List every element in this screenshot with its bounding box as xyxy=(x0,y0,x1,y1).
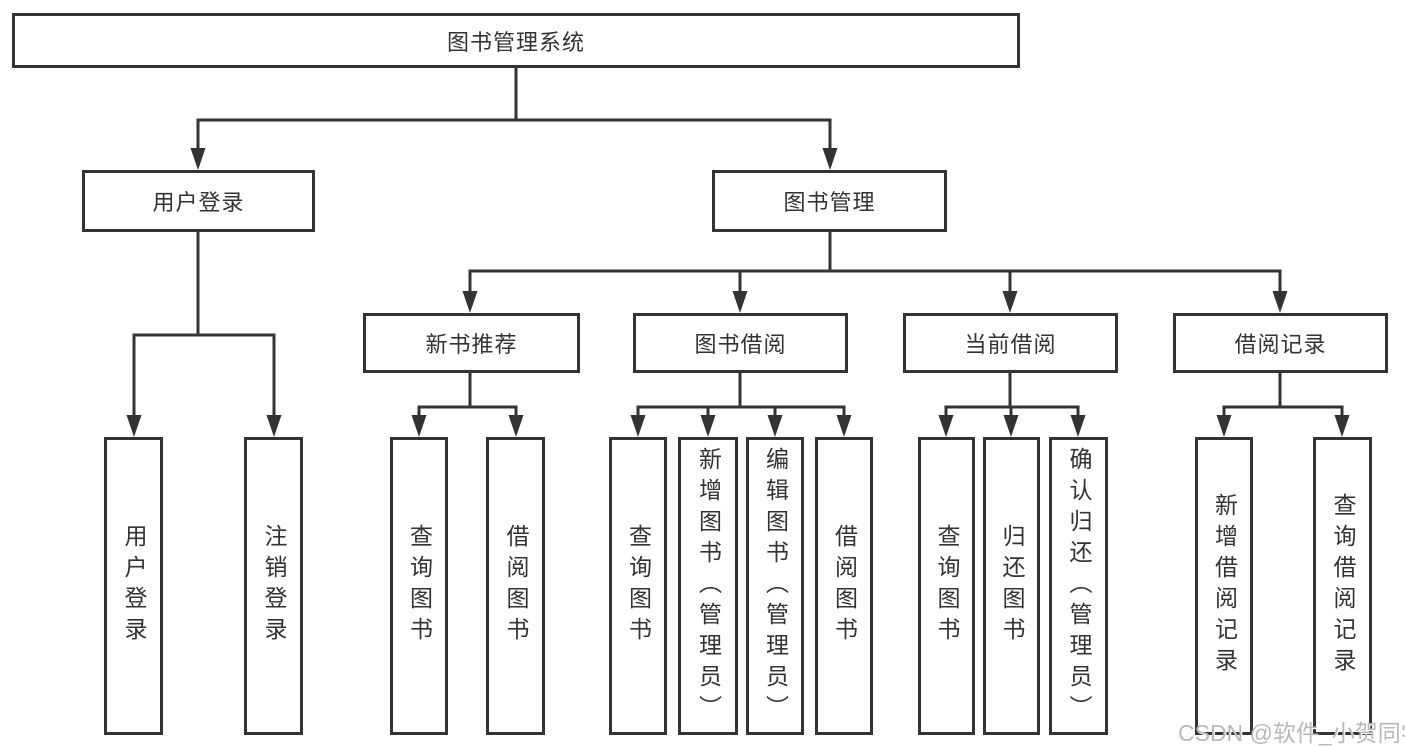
node-label: 当前借阅 xyxy=(964,332,1057,357)
node-label: 借阅记录 xyxy=(1234,332,1327,357)
leaf-borrow-add-books-admin: 新增图书（管理员） xyxy=(678,437,738,735)
node-label: 用户登录 xyxy=(121,524,147,648)
leaf-logout-login: 注销登录 xyxy=(244,437,303,735)
leaf-user-login: 用户登录 xyxy=(104,437,163,735)
node-label: 确认归还（管理员） xyxy=(1066,446,1092,726)
node-label: 新增图书（管理员） xyxy=(695,446,722,726)
node-label: 图书管理系统 xyxy=(446,29,585,55)
leaf-current-confirm-return-admin: 确认归还（管理员） xyxy=(1049,437,1108,735)
node-label: 注销登录 xyxy=(261,524,287,648)
node-library-management-system: 图书管理系统 xyxy=(12,13,1020,68)
leaf-borrow-borrow-books: 借阅图书 xyxy=(815,437,873,735)
leaf-current-return-books: 归还图书 xyxy=(983,437,1040,735)
leaf-records-query-borrow-record: 查询借阅记录 xyxy=(1313,437,1372,735)
leaf-newbook-borrow-books: 借阅图书 xyxy=(486,437,545,735)
leaf-newbook-query-books: 查询图书 xyxy=(390,437,448,735)
node-current-borrow: 当前借阅 xyxy=(903,313,1118,373)
node-label: 查询借阅记录 xyxy=(1330,493,1356,679)
leaf-current-query-books: 查询图书 xyxy=(918,437,975,735)
node-label: 查询图书 xyxy=(406,524,433,648)
node-label: 借阅图书 xyxy=(503,524,529,648)
node-label: 图书管理 xyxy=(783,190,876,215)
node-borrow-records: 借阅记录 xyxy=(1173,313,1388,373)
node-label: 归还图书 xyxy=(999,524,1025,648)
node-book-management: 图书管理 xyxy=(712,170,947,232)
node-label: 查询图书 xyxy=(625,524,652,648)
node-label: 用户登录 xyxy=(152,190,245,215)
node-label: 新增借阅记录 xyxy=(1211,493,1238,679)
node-user-login: 用户登录 xyxy=(82,170,315,232)
node-label: 查询图书 xyxy=(934,524,960,648)
node-label: 编辑图书（管理员） xyxy=(762,446,789,726)
node-label: 借阅图书 xyxy=(831,524,858,648)
node-label: 图书借阅 xyxy=(694,332,787,357)
node-new-book-recommend: 新书推荐 xyxy=(363,313,580,373)
csdn-watermark: CSDN @软件_小贺同学 xyxy=(1178,720,1405,746)
leaf-borrow-query-books: 查询图书 xyxy=(609,437,667,735)
node-label: 新书推荐 xyxy=(425,332,518,357)
leaf-records-add-borrow-record: 新增借阅记录 xyxy=(1195,437,1253,735)
node-book-borrow: 图书借阅 xyxy=(633,313,848,373)
leaf-borrow-edit-books-admin: 编辑图书（管理员） xyxy=(746,437,804,735)
